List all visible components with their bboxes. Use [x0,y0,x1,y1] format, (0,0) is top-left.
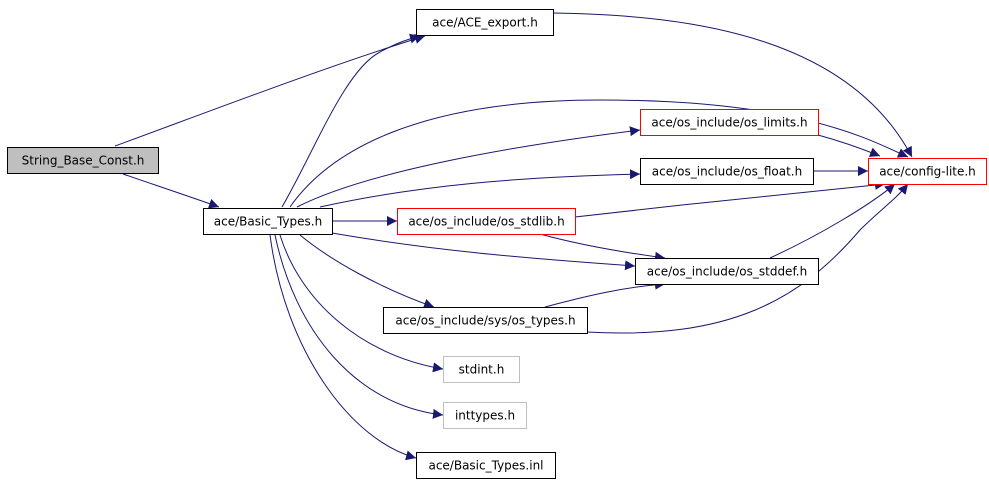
node-label: ace/Basic_Types.inl [428,459,543,473]
edge-os_stdlib-to-config_lite [574,179,886,218]
node-label: inttypes.h [455,409,515,423]
node-label: ace/os_include/sys/os_types.h [395,314,575,328]
edge-basic_types-to-config_lite [289,99,909,208]
node-box [7,147,159,174]
edge-layer [114,12,913,461]
edge-basic_types-to-inttypes [274,234,444,419]
edge-basic_types-to-os_limits [296,126,641,208]
edge-basic_types-to-stdint [279,234,444,373]
node-basic_types_inl[interactable]: ace/Basic_Types.inl [416,452,556,479]
edge-basic_types-to-ace_export [281,33,421,208]
node-os_float[interactable]: ace/os_include/os_float.h [640,158,814,185]
node-box [640,109,819,136]
node-box [443,356,520,383]
node-ace_export[interactable]: ace/ACE_export.h [416,9,554,36]
node-label: ace/os_include/os_stddef.h [647,265,807,279]
node-basic_types[interactable]: ace/Basic_Types.h [203,208,333,235]
edge-os_stddef-to-config_lite [769,183,896,259]
node-label: stdint.h [459,363,505,377]
node-os_stddef[interactable]: ace/os_include/os_stddef.h [635,258,819,285]
node-box [443,402,527,429]
node-string_base_const[interactable]: String_Base_Const.h [7,147,159,174]
node-os_types[interactable]: ace/os_include/sys/os_types.h [383,307,588,334]
node-config_lite[interactable]: ace/config-lite.h [868,158,987,185]
edge-string_base_const-to-basic_types [122,173,220,209]
edge-basic_types-to-os_stddef [331,232,636,271]
edge-basic_types-to-basic_types_inl [269,234,417,461]
node-layer: String_Base_Const.h ace/ACE_export.h ace/B… [7,9,987,479]
node-label: ace/os_include/os_limits.h [651,116,807,130]
edge-ace_export-to-config_lite [552,12,913,158]
edge-os_types-to-config_lite [586,183,909,334]
node-box [203,208,333,235]
node-box [635,258,819,285]
node-os_stdlib[interactable]: ace/os_include/os_stdlib.h [397,208,576,235]
node-box [416,452,556,479]
node-box [640,158,814,185]
edge-os_types-to-os_stddef [544,279,666,308]
node-box [383,307,588,334]
node-stdint[interactable]: stdint.h [443,356,520,383]
node-label: ace/os_include/os_stdlib.h [408,215,564,229]
edge-os_limits-to-config_lite [817,134,881,157]
node-box [868,158,987,185]
node-label: ace/os_include/os_float.h [652,165,802,179]
node-label: ace/Basic_Types.h [214,215,322,229]
edge-basic_types-to-os_float [319,169,641,208]
edge-basic_types-to-os_types [299,234,435,309]
node-label: ace/ACE_export.h [432,16,538,30]
edge-os_stdlib-to-os_stddef [539,233,666,262]
node-os_limits[interactable]: ace/os_include/os_limits.h [640,109,819,136]
node-label: ace/config-lite.h [879,165,976,179]
node-box [416,9,554,36]
node-box [397,208,576,235]
node-inttypes[interactable]: inttypes.h [443,402,527,429]
node-label: String_Base_Const.h [22,154,145,168]
